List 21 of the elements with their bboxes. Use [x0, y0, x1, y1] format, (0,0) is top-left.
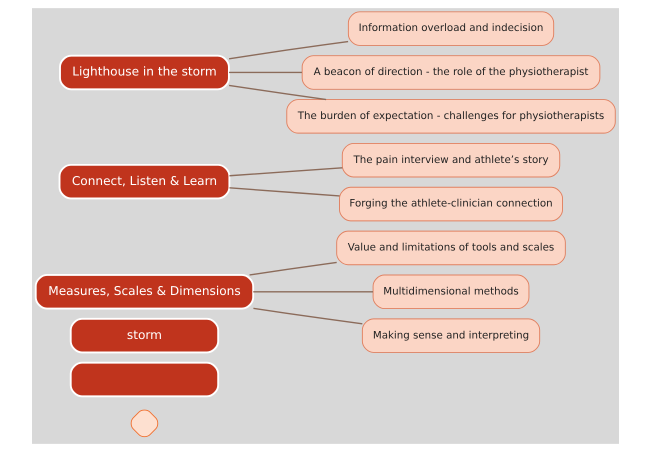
connector	[253, 308, 362, 325]
node-box	[70, 362, 220, 398]
connector	[228, 40, 348, 60]
node-box: Forging the athlete-clinician connection	[339, 186, 563, 222]
node-box: A beacon of direction - the role of the physiotherapist	[302, 55, 600, 90]
node-box: The burden of expectation - challenges for physiotherapists	[286, 99, 616, 134]
node-box: Measures, Scales & Dimensions	[34, 274, 254, 310]
connector	[229, 167, 342, 176]
node-box: The pain interview and athlete’s story	[342, 142, 560, 178]
connector	[253, 291, 374, 292]
connector	[229, 187, 340, 197]
node-diamond	[130, 410, 158, 438]
node-box: storm	[70, 318, 220, 354]
node-box: Information overload and indecision	[348, 11, 554, 46]
node-box: Connect, Listen & Learn	[58, 164, 230, 200]
connector	[229, 72, 302, 74]
node-box: Multidimensional methods	[372, 274, 530, 310]
node-box: Value and limitations of tools and scales	[336, 230, 566, 266]
connector	[249, 262, 337, 276]
node-box: Making sense and interpreting	[362, 318, 540, 353]
node-box: Lighthouse in the storm	[59, 54, 230, 90]
